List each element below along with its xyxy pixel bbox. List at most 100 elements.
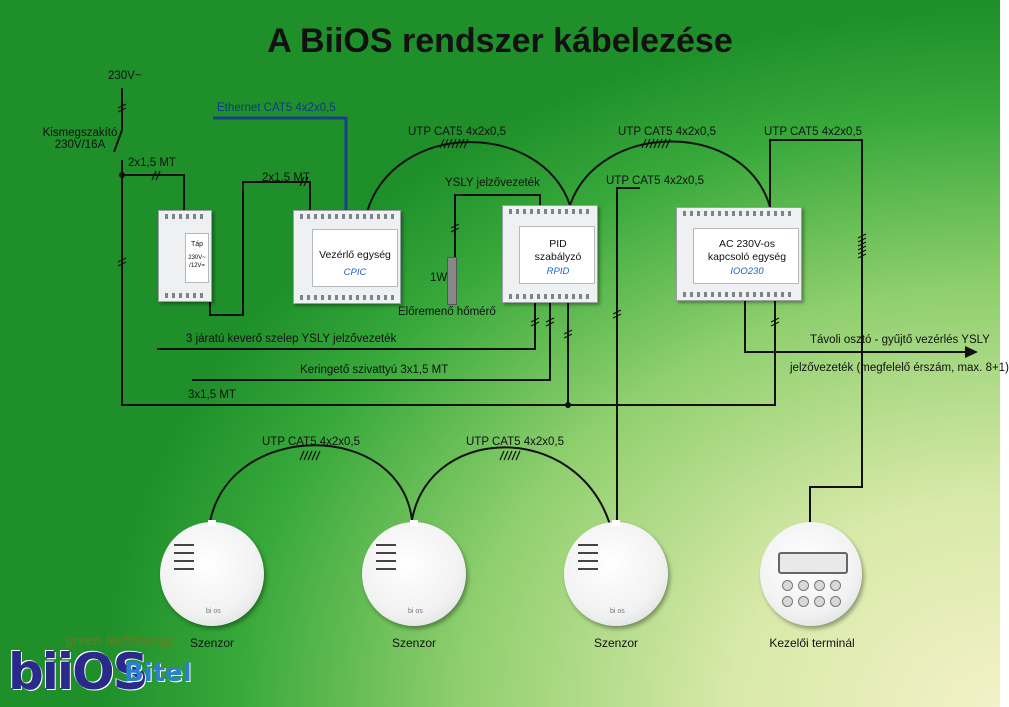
sensor-slot [410, 520, 418, 526]
label-utp-top1: UTP CAT5 4x2x0,5 [408, 126, 507, 138]
logo-green-technology: green technology [66, 632, 174, 648]
page-title: A BiiOS rendszer kábelezése [267, 22, 733, 60]
hash-mark [857, 233, 867, 259]
label-1w: 1W [430, 272, 448, 284]
wire-valve [157, 300, 536, 350]
caption-sensor-1: Szenzor [189, 636, 235, 650]
terminal-button [798, 580, 809, 591]
terminal-pins [509, 294, 591, 299]
caption-terminal: Kezelői terminál [769, 636, 855, 650]
sensor-grille [376, 552, 396, 554]
wire-utp-sensor1-2 [209, 444, 413, 523]
wire-remote-out [744, 300, 965, 353]
wire-utp-rpid-ioo [569, 140, 771, 208]
label-breaker: Kismegszakító 230V/16A [30, 127, 130, 151]
label-power: 230V~ [108, 70, 142, 82]
terminal-button [814, 596, 825, 607]
cpic-face [312, 229, 398, 287]
junction-dot [119, 172, 125, 178]
remote-arrow-head [965, 346, 978, 358]
ioo230-code: IOO230 [730, 266, 764, 277]
label-utp-bottom1: UTP CAT5 4x2x0,5 [262, 436, 361, 448]
hash-mark [117, 257, 127, 267]
label-breaker-line2: 230V/16A [54, 139, 106, 151]
terminal-pins [683, 292, 795, 297]
hash-mark [641, 138, 671, 149]
terminal-button [830, 580, 841, 591]
sensor-grille [376, 544, 396, 546]
hash-mark [545, 317, 555, 327]
hash-mark [530, 317, 540, 327]
hash-mark [563, 329, 573, 339]
label-ysly: YSLY jelzővezeték [445, 177, 540, 189]
cpic-code: CPIC [343, 267, 367, 278]
sensor-3: bi os [564, 520, 668, 626]
psu-name: Táp [190, 241, 204, 248]
caption-sensor-3: Szenzor [593, 636, 639, 650]
sensor-brand: bi os [610, 608, 625, 615]
label-utp-bottom2: UTP CAT5 4x2x0,5 [466, 436, 565, 448]
terminal-pins [165, 293, 205, 298]
sensor-grille [174, 568, 194, 570]
terminal-pins [683, 211, 795, 216]
breaker-switch [113, 129, 123, 153]
rpid-face [519, 226, 595, 284]
hash-mark [612, 309, 622, 319]
label-utp-mid: UTP CAT5 4x2x0,5 [606, 175, 705, 187]
sensor-grille [578, 560, 598, 562]
label-ethernet: Ethernet CAT5 4x2x0,5 [217, 102, 336, 114]
terminal-button [782, 580, 793, 591]
terminal-button [814, 580, 825, 591]
sensor-grille [578, 552, 598, 554]
hash-mark [770, 317, 780, 327]
ioo230-face [693, 228, 799, 284]
logo-bios: biiOS [8, 643, 149, 701]
ioo230-name-2: kapcsoló egység [707, 251, 787, 263]
label-mt-psu: 2x1,5 MT [128, 157, 176, 169]
sensor-grille [578, 568, 598, 570]
sensor-grille [174, 552, 194, 554]
label-mt-cpic: 2x1,5 MT [262, 172, 310, 184]
hash-mark [299, 450, 321, 461]
rpid-module: PID szabályzó RPID [502, 205, 598, 303]
wire-pump [192, 300, 551, 381]
hash-mark [450, 223, 460, 233]
cpic-module: Vezérlő egység CPIC [293, 210, 401, 304]
terminal-screen [778, 552, 848, 574]
sensor-slot [612, 520, 620, 526]
rpid-name-2: szabályzó [534, 251, 582, 263]
psu-spec-1: 230V~ [188, 255, 206, 261]
label-breaker-line1: Kismegszakító [42, 127, 118, 139]
label-pump: Keringető szivattyú 3x1,5 MT [300, 364, 449, 376]
label-remote-2: jelzővezeték (megfelelő érszám, max. 8+1… [790, 362, 1009, 374]
sensor-grille [174, 560, 194, 562]
wire-utp-ioo-terminal [769, 139, 863, 530]
wire-utp-sensor3 [616, 187, 640, 540]
sensor-grille [376, 560, 396, 562]
terminal-pins [165, 214, 205, 219]
ioo230-name-1: AC 230V-os [718, 238, 776, 250]
hash-mark [117, 103, 127, 113]
terminal-button [782, 596, 793, 607]
sensor-1: bi os [160, 520, 264, 626]
caption-sensor-2: Szenzor [391, 636, 437, 650]
hash-mark [299, 176, 309, 187]
label-mt3: 3x1,5 MT [188, 389, 236, 401]
wire-mt-psu [122, 174, 185, 210]
sensor-grille [578, 544, 598, 546]
hash-mark [499, 450, 521, 461]
terminal-pins [300, 214, 394, 219]
label-thermometer: Előremenő hőmérő [398, 306, 496, 318]
label-utp-top3: UTP CAT5 4x2x0,5 [764, 126, 863, 138]
wire-utp-cpic-rpid [366, 141, 571, 213]
sensor-grille [376, 568, 396, 570]
sensor-brand: bi os [206, 608, 221, 615]
sensor-2: bi os [362, 520, 466, 626]
junction-dot [565, 402, 571, 408]
wire-ethernet [213, 116, 348, 212]
sensor-brand: bi os [408, 608, 423, 615]
label-utp-top2: UTP CAT5 4x2x0,5 [618, 126, 717, 138]
hash-mark [151, 170, 161, 181]
label-valve: 3 járatú keverő szelep YSLY jelzővezeték [186, 333, 397, 345]
